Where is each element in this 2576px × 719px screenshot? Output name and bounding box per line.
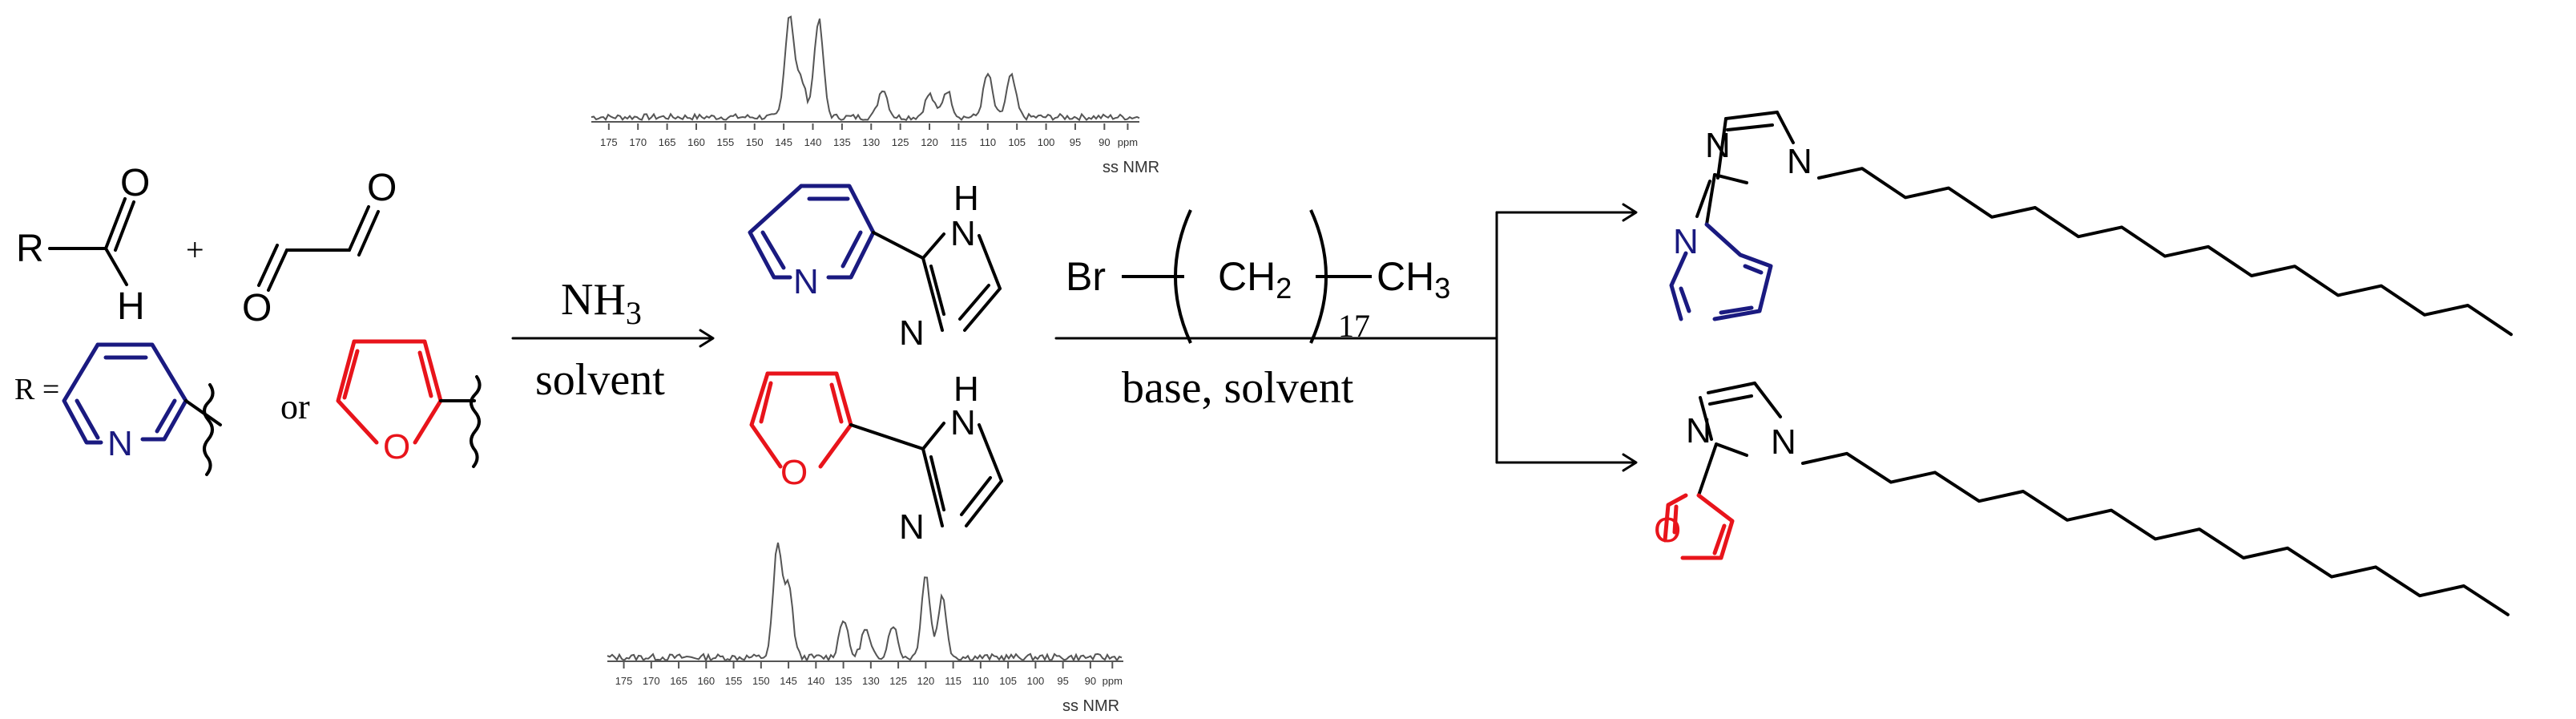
- spectrum-tick-label: 135: [835, 675, 853, 687]
- imidazole-hydrogen: H: [953, 370, 979, 409]
- spectrum-tick-label: 140: [807, 675, 824, 687]
- imidazole-nh-nitrogen: N: [950, 403, 976, 442]
- pyridine-nitrogen: N: [793, 262, 819, 301]
- or-text: or: [280, 387, 310, 426]
- reagent-ammonia: NH3: [561, 275, 642, 331]
- bromine-label: Br: [1066, 254, 1106, 299]
- ch2-label: CH2: [1218, 254, 1292, 305]
- imidazole-hydrogen: H: [953, 179, 979, 218]
- spectrum-tick-label: 170: [629, 136, 647, 148]
- hexadecyl-chain: [1801, 451, 2509, 616]
- glyoxal: [257, 205, 380, 292]
- spectrum-tick-label: 100: [1027, 675, 1045, 687]
- spectrum-tick-label: 130: [862, 675, 880, 687]
- spectrum-tick-label: 175: [600, 136, 618, 148]
- spectrum-tick-label: 140: [804, 136, 822, 148]
- product-pyridyl-hexadecylimidazole: N N N: [1669, 111, 2513, 337]
- ch3-label: CH3: [1377, 254, 1450, 305]
- product-furyl-hexadecylimidazole: N N O: [1654, 382, 2509, 616]
- imidazole-nitrogen: N: [899, 313, 925, 353]
- aldehyde-oxygen: O: [120, 162, 150, 204]
- spectrum-tick-label: 125: [889, 675, 907, 687]
- hexadecyl-chain: [1817, 167, 2513, 337]
- imidazole-n3: N: [1705, 126, 1731, 165]
- spectrum-tick-label: 110: [979, 136, 996, 148]
- spectrum-tick-label: 105: [1008, 136, 1026, 148]
- spectrum-tick-label: 95: [1057, 675, 1068, 687]
- spectrum-tick-label: 145: [780, 675, 797, 687]
- furan-oxygen: O: [1654, 511, 1681, 550]
- spectrum-tick-label: 165: [670, 675, 687, 687]
- imidazole-n1: N: [1771, 422, 1796, 462]
- imidazole-n1: N: [1787, 142, 1812, 181]
- r-definition: R =: [14, 373, 59, 406]
- spectrum-tick-label: 130: [862, 136, 880, 148]
- furyl-substituent: [336, 339, 443, 445]
- pyridine-nitrogen: N: [1673, 222, 1699, 261]
- spectrum-tick-label: 165: [659, 136, 676, 148]
- spectrum-tick-label: ppm: [1103, 675, 1123, 687]
- bracket-left: [1174, 209, 1192, 344]
- spectrum-tick-label: 115: [945, 675, 961, 687]
- glyoxal-oxygen-bottom: O: [242, 287, 272, 329]
- pyridyl-nitrogen: N: [107, 424, 133, 463]
- spectrum-trace: [591, 15, 1140, 122]
- r-label: R: [16, 228, 44, 270]
- reaction-arrow-1: [511, 329, 715, 348]
- spectrum-tick-label: 150: [746, 136, 764, 148]
- spectrum-tick-label: 170: [643, 675, 660, 687]
- glyoxal-oxygen-top: O: [367, 167, 397, 209]
- plus-sign: +: [186, 232, 204, 268]
- spectrum-tick-label: 120: [921, 136, 938, 148]
- spectrum-tick-label: 155: [717, 136, 735, 148]
- spectrum-tick-label: 160: [687, 136, 705, 148]
- nmr-spectrum-top: 175 170 165 160 155 150 145 140 135 130 125 120 115 1…: [591, 15, 1159, 176]
- spectrum-tick-label: ppm: [1118, 136, 1138, 148]
- reaction-arrow-2: [1054, 203, 1638, 472]
- furyl-imidazole: O N H N: [749, 370, 1003, 547]
- spectrum-tick-label: 145: [775, 136, 792, 148]
- imidazole-nh-nitrogen: N: [950, 214, 976, 253]
- furyl-oxygen: O: [383, 427, 410, 467]
- pyridyl-attach-bond: [184, 383, 222, 476]
- spectrum-trace: [607, 542, 1123, 663]
- spectrum-tick-label: 150: [752, 675, 770, 687]
- spectrum-tick-label: 110: [973, 675, 990, 687]
- aldehyde-hydrogen: H: [117, 285, 145, 328]
- spectrum-tick-label: 105: [999, 675, 1017, 687]
- spectrum-tick-label: 90: [1099, 136, 1110, 148]
- spectrum-ticks: 175 170 165 160 155 150 145 140 135 130 125 120 115 1…: [600, 123, 1138, 148]
- nmr-spectrum-bottom: 175 170 165 160 155 150 145 140 135 130 125 120 115 1…: [607, 542, 1123, 715]
- alkyl-bromide-reagent: Br CH2 CH3 17: [1066, 209, 1450, 344]
- reagent-base-solvent: base, solvent: [1122, 363, 1354, 413]
- pyridyl-imidazole: N N H N: [748, 179, 1002, 353]
- spectrum-tick-label: 95: [1070, 136, 1081, 148]
- furan-oxygen: O: [780, 453, 808, 492]
- aldehyde: [48, 197, 135, 286]
- spectrum-label: ss NMR: [1062, 697, 1119, 715]
- reagent-solvent: solvent: [535, 355, 665, 405]
- spectrum-tick-label: 155: [725, 675, 743, 687]
- spectrum-ticks: 175 170 165 160 155 150 145 140 135 130 125 120 115 1…: [615, 662, 1123, 687]
- spectrum-tick-label: 135: [833, 136, 851, 148]
- spectrum-tick-label: 120: [917, 675, 935, 687]
- furyl-attach-bond: [439, 375, 482, 468]
- spectrum-tick-label: 100: [1038, 136, 1055, 148]
- spectrum-tick-label: 125: [892, 136, 909, 148]
- spectrum-tick-label: 115: [950, 136, 967, 148]
- spectrum-tick-label: 90: [1085, 675, 1096, 687]
- spectrum-label: ss NMR: [1103, 159, 1159, 176]
- spectrum-tick-label: 160: [697, 675, 715, 687]
- spectrum-tick-label: 175: [615, 675, 633, 687]
- imidazole-n3: N: [1686, 411, 1711, 450]
- imidazole-nitrogen: N: [899, 507, 925, 547]
